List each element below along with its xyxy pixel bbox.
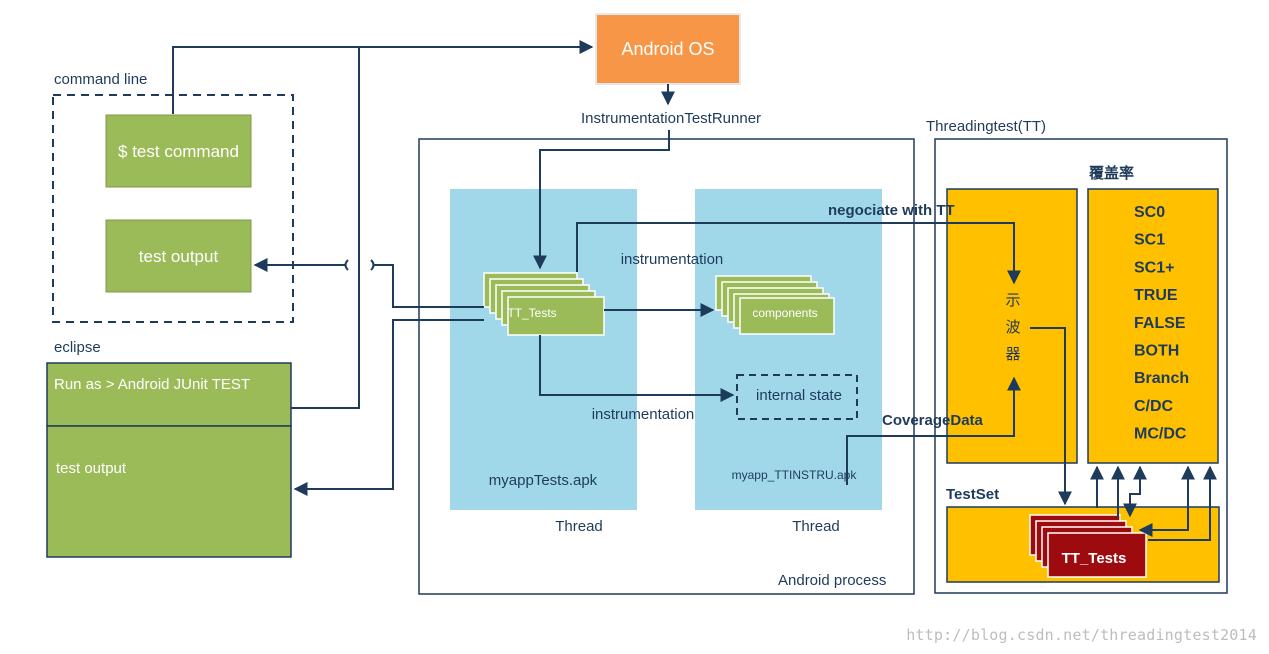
coverage-item: SC1 bbox=[1134, 232, 1165, 249]
internal-state-box bbox=[736, 374, 858, 420]
instrumentation-bottom-label: instrumentation bbox=[592, 406, 695, 423]
oscilloscope-box bbox=[946, 188, 1078, 464]
oscilloscope-char-2: 波 bbox=[1005, 319, 1020, 336]
eclipse-run-box bbox=[46, 362, 292, 427]
testset-tests-stack bbox=[1029, 514, 1147, 578]
instrumentation-test-runner-label: InstrumentationTestRunner bbox=[581, 110, 761, 127]
coverage-item: TRUE bbox=[1134, 287, 1178, 304]
connectors bbox=[172, 40, 1217, 541]
right-apk-panel bbox=[695, 189, 882, 510]
android-os-label: Android OS bbox=[621, 39, 714, 59]
components-stack bbox=[715, 275, 835, 335]
coverage-item: Branch bbox=[1134, 370, 1189, 387]
internal-state-label: internal state bbox=[756, 387, 842, 404]
eclipse-run-label: Run as > Android JUnit TEST bbox=[54, 376, 250, 393]
arrow-runner-to-tests bbox=[533, 130, 670, 270]
watermark: http://blog.csdn.net/threadingtest2014 bbox=[906, 626, 1257, 644]
eclipse-output-box bbox=[46, 425, 292, 558]
instrumentation-top-label: instrumentation bbox=[621, 251, 724, 268]
coverage-item: C/DC bbox=[1134, 398, 1174, 415]
right-apk-label: myapp_TTINSTRU.apk bbox=[732, 468, 858, 482]
coverage-item: FALSE bbox=[1134, 315, 1186, 332]
arrow-cmd-to-os bbox=[172, 40, 594, 114]
threadingtest-title: Threadingtest(TT) bbox=[926, 118, 1046, 135]
coverage-item: MC/DC bbox=[1134, 426, 1187, 443]
link-cov-4 bbox=[1138, 465, 1195, 537]
coverage-item: SC1+ bbox=[1134, 259, 1174, 276]
coverage-box bbox=[1087, 188, 1219, 464]
tt-tests-stack bbox=[483, 272, 605, 336]
threadingtest-frame bbox=[934, 138, 1228, 594]
right-thread-label: Thread bbox=[792, 518, 840, 535]
arrow-tests-to-state bbox=[539, 335, 735, 402]
link-cov-5 bbox=[1148, 465, 1217, 541]
arrow-coverage-data bbox=[846, 376, 1021, 485]
oscilloscope-char-3: 器 bbox=[1005, 346, 1020, 363]
tt-tests-label: TT_Tests bbox=[507, 306, 556, 320]
test-command-label: $ test command bbox=[118, 142, 239, 161]
android-process-frame bbox=[418, 138, 915, 595]
line-bridge bbox=[370, 259, 375, 271]
components-label: components bbox=[752, 306, 817, 320]
arrow-tests-to-eclipse-output bbox=[293, 319, 484, 496]
arrow-tests-to-cmd-output bbox=[374, 264, 484, 308]
left-apk-panel bbox=[450, 189, 637, 510]
command-line-title: command line bbox=[54, 71, 147, 88]
testset-title: TestSet bbox=[946, 486, 999, 503]
coverage-item: SC0 bbox=[1134, 204, 1165, 221]
coverage-title: 覆盖率 bbox=[1089, 164, 1134, 182]
coverage-data-label: CoverageData bbox=[882, 412, 984, 429]
arrow-eclipse-to-os bbox=[291, 47, 360, 409]
negotiate-label: negociate with TT bbox=[828, 202, 955, 219]
eclipse-title: eclipse bbox=[54, 339, 101, 356]
left-thread-label: Thread bbox=[555, 518, 603, 535]
arrow-negotiate bbox=[576, 222, 1021, 285]
android-process-label: Android process bbox=[778, 572, 886, 589]
test-command-box bbox=[105, 114, 252, 188]
oscilloscope-char-1: 示 bbox=[1005, 292, 1020, 309]
cmd-test-output-label: test output bbox=[139, 247, 219, 266]
arrow-osc-to-testset bbox=[1030, 327, 1072, 506]
coverage-item: BOTH bbox=[1134, 343, 1179, 360]
cmd-test-output-box bbox=[105, 219, 252, 293]
eclipse-output-label: test output bbox=[56, 460, 127, 477]
testset-tests-label: TT_Tests bbox=[1062, 550, 1127, 567]
left-apk-label: myappTests.apk bbox=[489, 472, 598, 489]
